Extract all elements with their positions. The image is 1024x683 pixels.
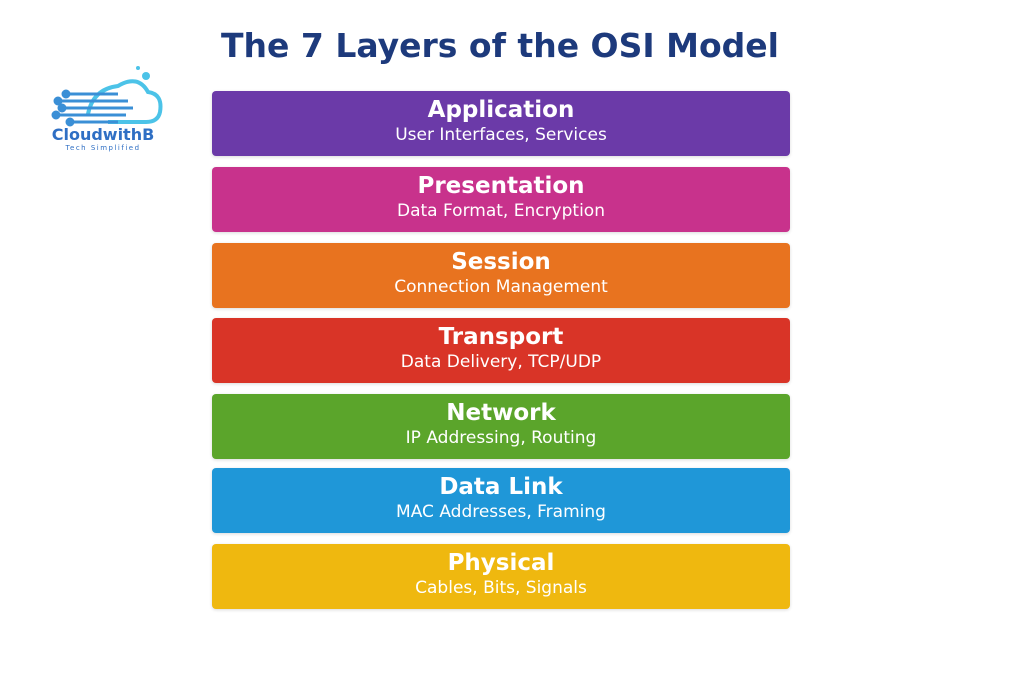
page-title: The 7 Layers of the OSI Model xyxy=(221,26,779,65)
layer-name: Application xyxy=(427,97,575,123)
layer-desc: Cables, Bits, Signals xyxy=(415,578,587,598)
layer-desc: Connection Management xyxy=(394,277,608,297)
layer-desc: Data Delivery, TCP/UDP xyxy=(400,352,602,372)
layer-name: Data Link xyxy=(439,474,563,500)
layer-name: Transport xyxy=(438,324,564,350)
cloud-logo-icon xyxy=(51,66,163,127)
layer-desc: MAC Addresses, Framing xyxy=(396,502,606,522)
layer-name: Network xyxy=(446,400,556,426)
layer-name: Session xyxy=(451,249,551,275)
logo-tagline: Tech Simplified xyxy=(65,144,141,152)
layer-desc: User Interfaces, Services xyxy=(395,125,607,145)
layer-name: Physical xyxy=(447,550,555,576)
layer-name: Presentation xyxy=(417,173,585,199)
layer-desc: Data Format, Encryption xyxy=(397,201,605,221)
logo-brand: CloudwithB xyxy=(51,125,155,144)
layer-desc: IP Addressing, Routing xyxy=(405,428,597,448)
